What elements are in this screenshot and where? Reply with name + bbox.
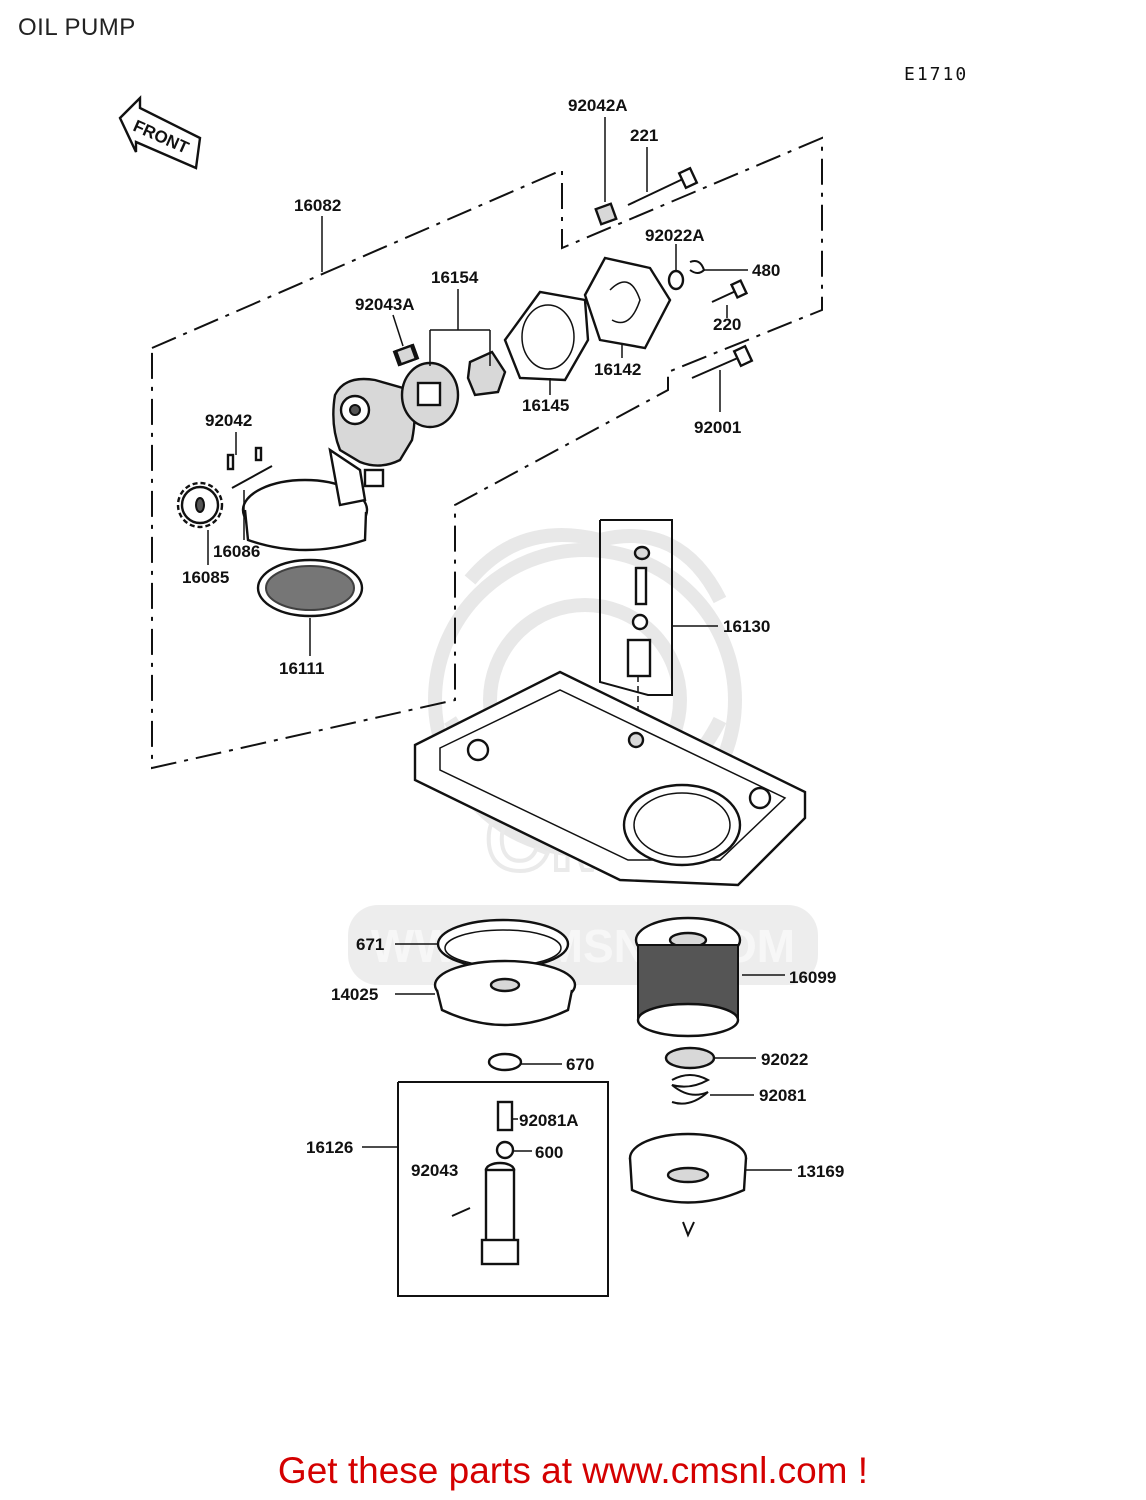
oil-pan <box>413 670 807 887</box>
lower-small-parts <box>487 1046 716 1160</box>
part-label-92042a: 92042A <box>568 96 628 115</box>
oil-pump-assembly-frame <box>151 136 823 770</box>
part-label-16111: 16111 <box>279 659 324 678</box>
part-label-92081a: 92081A <box>519 1111 579 1130</box>
part-labels: 92042A 221 92022A 480 16082 16154 92043A… <box>182 96 844 1181</box>
part-label-221: 221 <box>630 126 658 145</box>
part-label-16085: 16085 <box>182 568 229 587</box>
part-label-16082: 16082 <box>294 196 341 215</box>
part-label-92081: 92081 <box>759 1086 806 1105</box>
page-title: OIL PUMP <box>18 14 136 41</box>
upper-bolts <box>394 166 754 379</box>
diagram-code: E1710 <box>904 64 969 85</box>
part-label-670: 670 <box>566 1055 594 1074</box>
part-label-16142: 16142 <box>594 360 641 379</box>
part-label-16130: 16130 <box>723 617 770 636</box>
oil-filter-element <box>634 916 742 1038</box>
part-label-92022a: 92022A <box>645 226 705 245</box>
oil-filter-case <box>628 1132 748 1238</box>
pump-cover <box>583 256 672 350</box>
footer-banner-link[interactable]: Get these parts at www.cmsnl.com ! <box>277 1450 869 1491</box>
part-label-13169: 13169 <box>797 1162 844 1181</box>
part-label-220: 220 <box>713 315 741 334</box>
part-label-92042: 92042 <box>205 411 252 430</box>
oil-filter-base <box>433 959 577 1027</box>
part-label-92043a: 92043A <box>355 295 415 314</box>
leader-lines <box>207 117 792 1171</box>
part-label-92001: 92001 <box>694 418 741 437</box>
front-arrow-icon: FRONT <box>118 95 202 170</box>
part-label-16086: 16086 <box>213 542 260 561</box>
pump-sprocket <box>176 446 273 529</box>
part-label-14025: 14025 <box>331 985 378 1004</box>
part-label-92043: 92043 <box>411 1161 458 1180</box>
relief-valve-frame <box>599 519 673 735</box>
part-label-16099: 16099 <box>789 968 836 987</box>
part-label-600: 600 <box>535 1143 563 1162</box>
bypass-valve-frame <box>397 1081 609 1297</box>
pump-cover-gasket <box>503 290 590 382</box>
part-label-480: 480 <box>752 261 780 280</box>
part-label-92022: 92022 <box>761 1050 808 1069</box>
oil-strainer <box>256 558 364 618</box>
part-label-671: 671 <box>356 935 384 954</box>
parts-diagram: WWW.CMSNL.COM CMS FRONT <box>118 95 844 1297</box>
part-label-16145: 16145 <box>522 396 569 415</box>
part-label-16154: 16154 <box>431 268 479 287</box>
oil-pump-body <box>241 377 416 552</box>
part-label-16126: 16126 <box>306 1138 353 1157</box>
